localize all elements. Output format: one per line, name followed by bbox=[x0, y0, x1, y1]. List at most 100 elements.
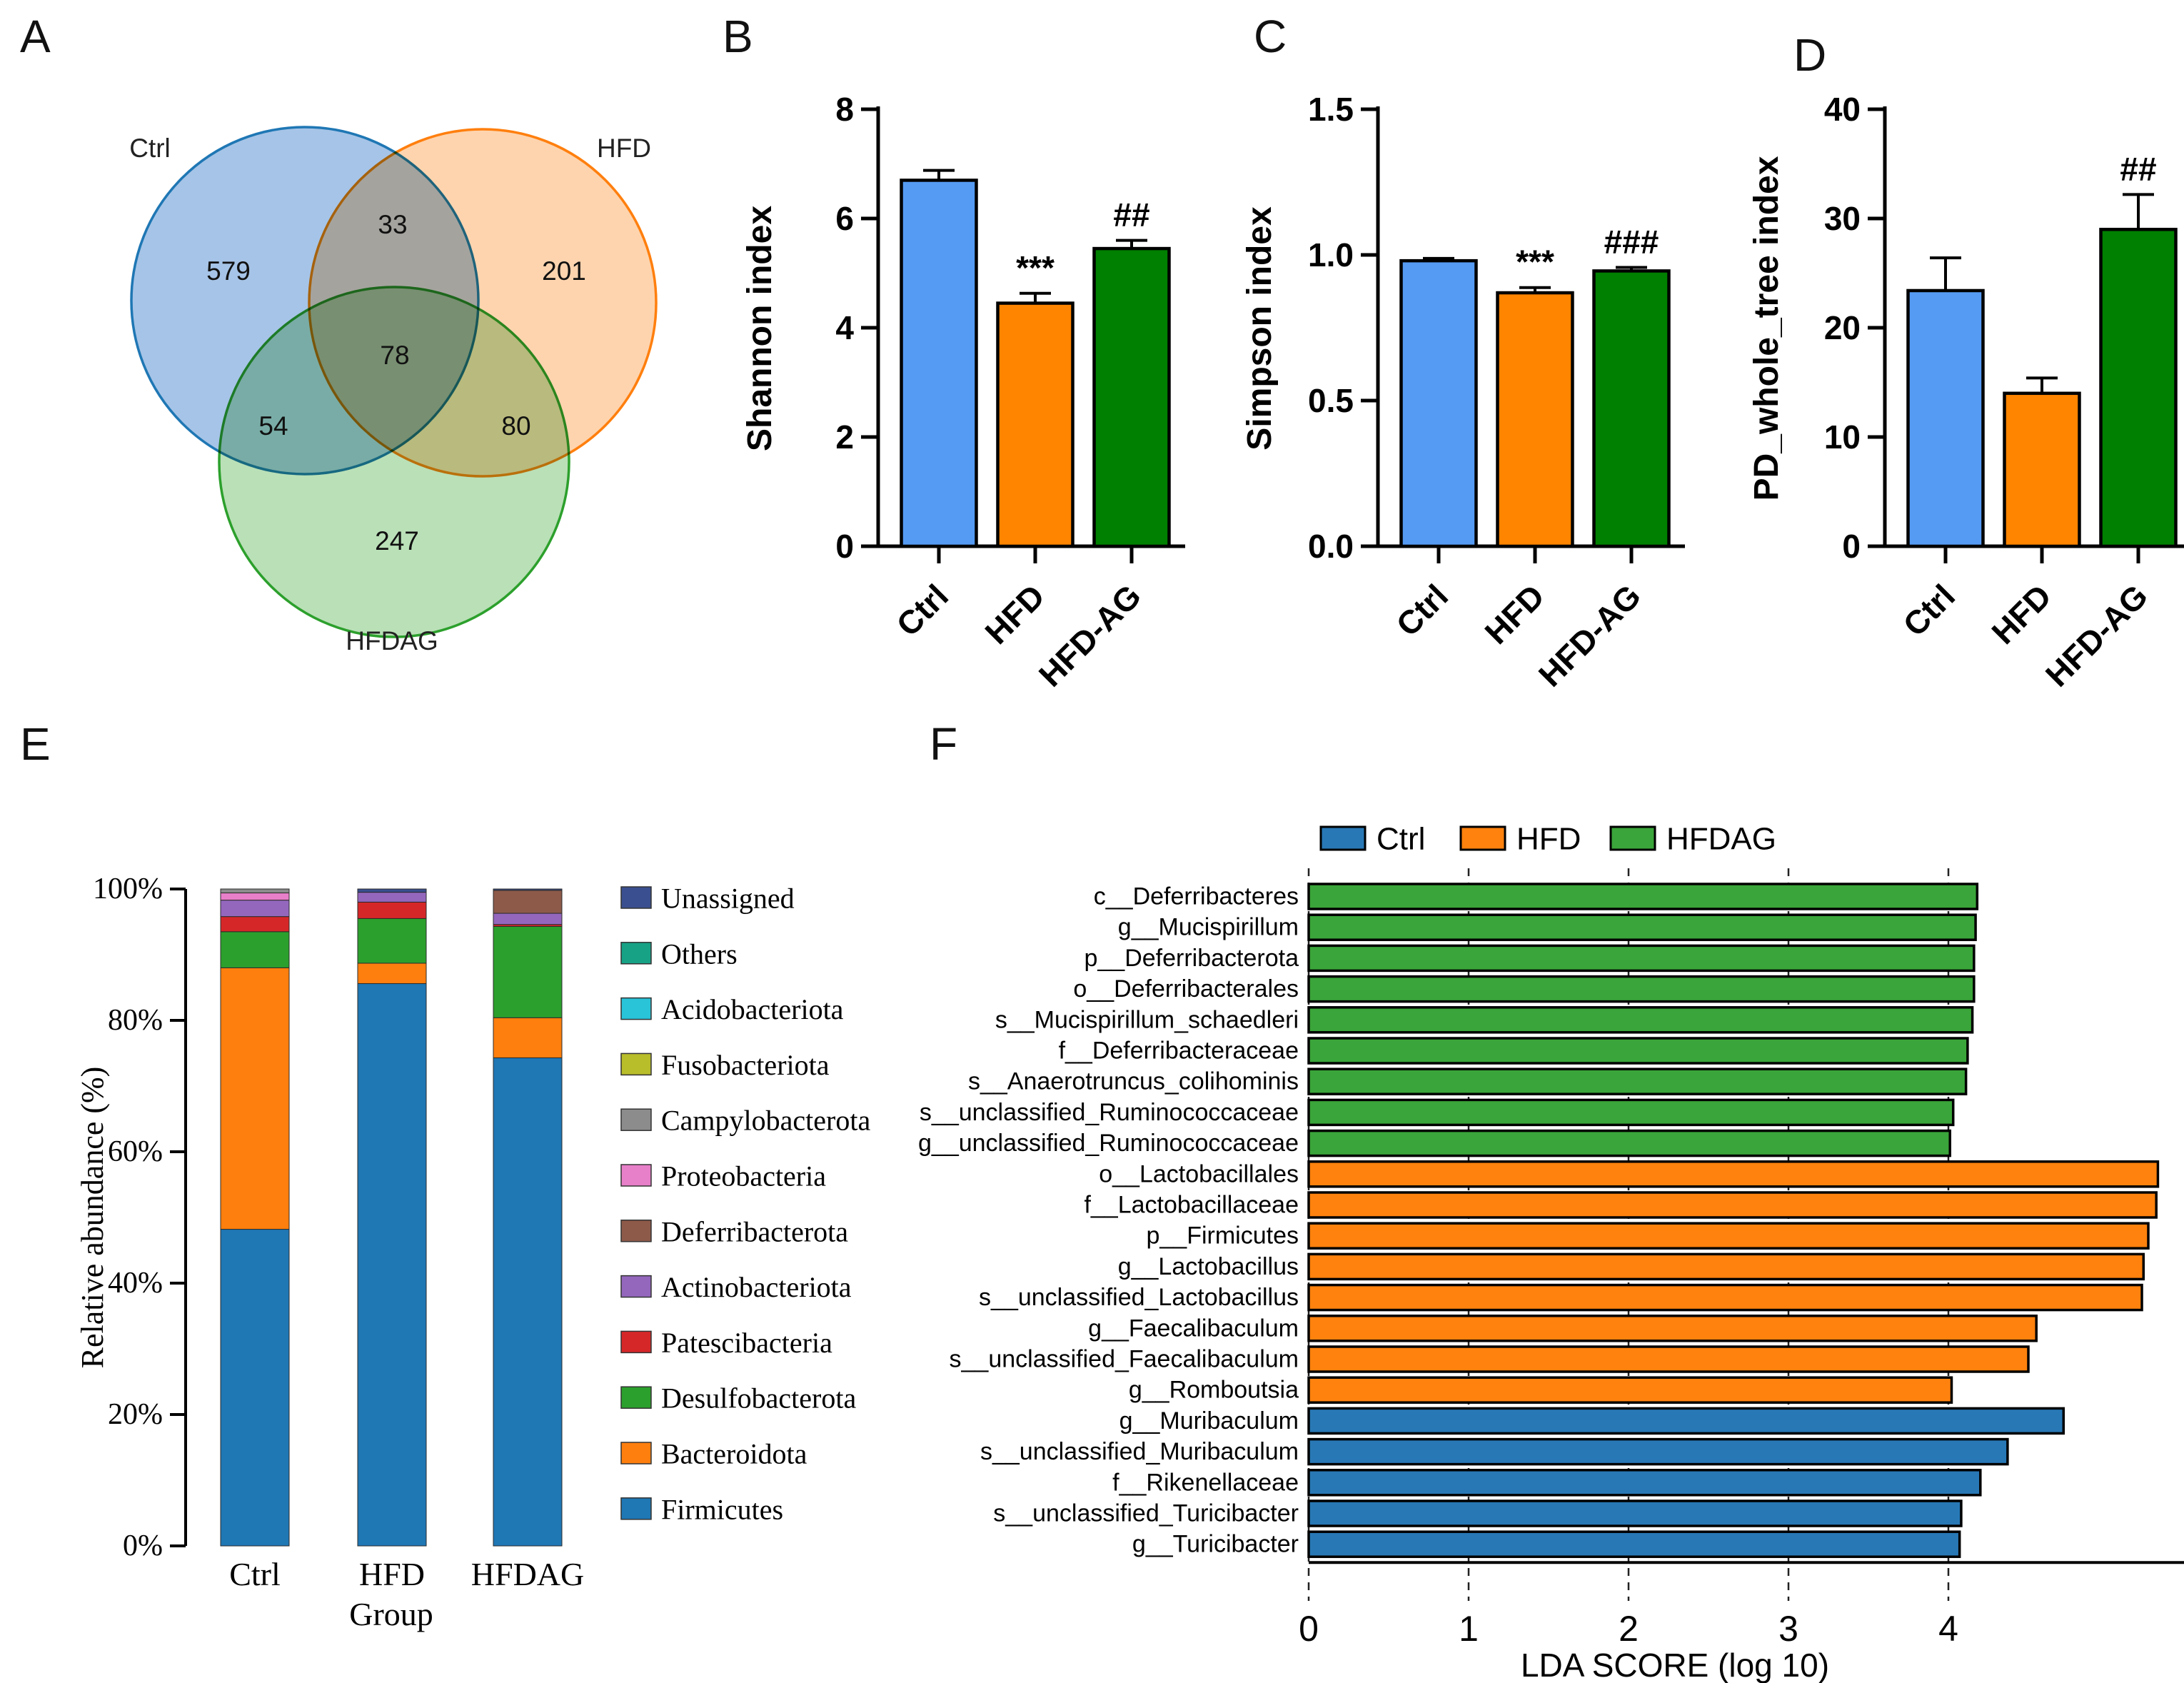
stack-segment-desulfobacterota bbox=[220, 931, 290, 968]
x-category-label: HFD bbox=[359, 1556, 425, 1592]
lda-legend-label: Ctrl bbox=[1377, 822, 1425, 857]
venn-count-ctrl-only: 579 bbox=[206, 256, 251, 286]
lda-bar-hfd bbox=[1307, 1252, 2145, 1281]
legend-label: Unassigned bbox=[661, 883, 795, 915]
x-category-label: Ctrl bbox=[1389, 577, 1455, 643]
lda-bar-ctrl bbox=[1307, 1407, 2065, 1435]
panel-label-b: B bbox=[723, 11, 753, 62]
x-category-label: HFD-AG bbox=[1032, 577, 1148, 693]
stack-segment-deferribacterota bbox=[493, 890, 563, 914]
significance-annotation: ## bbox=[1113, 196, 1149, 233]
stack-segment-proteobacteria bbox=[220, 893, 290, 901]
y-tick-label: 80% bbox=[108, 1004, 163, 1037]
lda-bar-label: g__Turicibacter bbox=[1132, 1531, 1299, 1558]
lda-bar-label: g__Lactobacillus bbox=[1118, 1253, 1299, 1280]
stack-segment-patescibacteria bbox=[220, 916, 290, 933]
venn-set-label: HFD bbox=[597, 134, 651, 163]
venn-count-hfd-hfdag: 80 bbox=[501, 411, 530, 441]
lda-bar-hfdag bbox=[1307, 975, 1976, 1003]
lda-bar-hfd bbox=[1307, 1222, 2150, 1250]
y-tick-label: 4 bbox=[835, 309, 854, 346]
lda-bar-ctrl bbox=[1307, 1530, 1961, 1558]
lda-legend-swatch-hfdag bbox=[1609, 825, 1656, 851]
lda-bar-label: f__Lactobacillaceae bbox=[1084, 1192, 1299, 1219]
lda-bar-hfd bbox=[1307, 1191, 2158, 1219]
panel-label-f: F bbox=[930, 718, 958, 770]
y-tick-label: 20% bbox=[108, 1398, 163, 1431]
legend-swatch-firmicutes bbox=[620, 1497, 652, 1520]
significance-annotation: ## bbox=[2120, 150, 2156, 187]
lda-legend-label: HFDAG bbox=[1666, 822, 1776, 857]
lda-bar-hfdag bbox=[1307, 1067, 1968, 1095]
panel-label-c: C bbox=[1254, 11, 1287, 62]
lda-bar-hfdag bbox=[1307, 1037, 1969, 1065]
stack-segment-firmicutes bbox=[220, 1229, 290, 1547]
lda-bar-hfd bbox=[1307, 1283, 2143, 1312]
y-axis-title: PD_whole_tree index bbox=[1748, 156, 1786, 501]
y-tick-label: 40% bbox=[108, 1267, 163, 1300]
lda-bar-label: g__unclassified_Ruminococcaceae bbox=[918, 1130, 1299, 1157]
y-tick-label: 40 bbox=[1824, 91, 1861, 128]
stack-segment-unassigned bbox=[493, 888, 563, 891]
stack-segment-desulfobacterota bbox=[357, 918, 427, 964]
significance-annotation: *** bbox=[1016, 249, 1055, 286]
panel-label-a: A bbox=[20, 11, 51, 62]
x-tick-label: 1 bbox=[1459, 1609, 1479, 1649]
y-tick-label: 0 bbox=[835, 528, 854, 565]
lda-bar-label: f__Deferribacteraceae bbox=[1059, 1038, 1299, 1065]
y-axis-title: Shannon index bbox=[741, 206, 779, 451]
y-tick-label: 1.0 bbox=[1308, 236, 1354, 273]
venn-count-all-three: 78 bbox=[380, 341, 409, 370]
x-category-label: HFD bbox=[1477, 577, 1551, 651]
lda-bar-hfd bbox=[1307, 1345, 2030, 1373]
legend-label: Bacteroidota bbox=[661, 1438, 807, 1470]
lda-bar-label: g__Faecalibaculum bbox=[1088, 1315, 1299, 1342]
legend-swatch-acidobacteriota bbox=[620, 997, 652, 1020]
panel-label-e: E bbox=[20, 718, 51, 770]
y-tick-label: 6 bbox=[835, 200, 854, 237]
bar-hfd-ag bbox=[2099, 228, 2178, 548]
bar-ctrl bbox=[1399, 258, 1478, 548]
lda-bar-label: s__unclassified_Turicibacter bbox=[993, 1500, 1299, 1527]
lda-bar-label: s__unclassified_Lactobacillus bbox=[979, 1284, 1299, 1311]
y-tick-label: 20 bbox=[1824, 309, 1861, 346]
stack-segment-campylobacterota bbox=[220, 888, 290, 894]
bar-hfd-ag bbox=[1592, 269, 1671, 548]
x-tick-label: 3 bbox=[1778, 1609, 1798, 1649]
x-tick-label: 0 bbox=[1299, 1609, 1319, 1649]
venn-count-hfdag-only: 247 bbox=[375, 526, 419, 556]
lda-bar-label: o__Lactobacillales bbox=[1099, 1160, 1299, 1187]
stack-segment-firmicutes bbox=[493, 1057, 563, 1547]
y-axis-title: Simpson index bbox=[1241, 206, 1279, 451]
legend-swatch-deferribacterota bbox=[620, 1220, 652, 1242]
venn-set-label: Ctrl bbox=[129, 134, 171, 163]
significance-annotation: *** bbox=[1516, 243, 1554, 281]
lda-bar-hfdag bbox=[1307, 913, 1977, 941]
y-tick-label: 1.5 bbox=[1308, 91, 1354, 128]
stack-segment-unassigned bbox=[357, 888, 427, 893]
x-axis-title: Group bbox=[349, 1596, 433, 1632]
x-category-label: HFD-AG bbox=[1531, 577, 1648, 693]
legend-swatch-campylobacterota bbox=[620, 1108, 652, 1131]
lda-bar-hfdag bbox=[1307, 1129, 1951, 1157]
lda-bar-hfd bbox=[1307, 1376, 1953, 1404]
lda-bar-label: s__unclassified_Faecalibaculum bbox=[950, 1346, 1299, 1373]
x-tick-label: 2 bbox=[1619, 1609, 1639, 1649]
venn-count-ctrl-hfdag: 54 bbox=[258, 411, 288, 441]
stack-segment-patescibacteria bbox=[357, 901, 427, 919]
legend-label: Firmicutes bbox=[661, 1493, 783, 1525]
legend-swatch-desulfobacterota bbox=[620, 1386, 652, 1409]
lda-bar-label: c__Deferribacteres bbox=[1094, 883, 1299, 910]
y-tick-label: 2 bbox=[835, 418, 854, 456]
stack-segment-firmicutes bbox=[357, 983, 427, 1547]
legend-label: Deferribacterota bbox=[661, 1215, 848, 1247]
bar-ctrl bbox=[900, 179, 978, 548]
lda-bar-label: s__Mucispirillum_schaedleri bbox=[995, 1006, 1299, 1033]
x-category-label: Ctrl bbox=[229, 1556, 281, 1592]
x-category-label: Ctrl bbox=[1896, 577, 1962, 643]
lda-bar-label: g__Romboutsia bbox=[1129, 1377, 1299, 1404]
